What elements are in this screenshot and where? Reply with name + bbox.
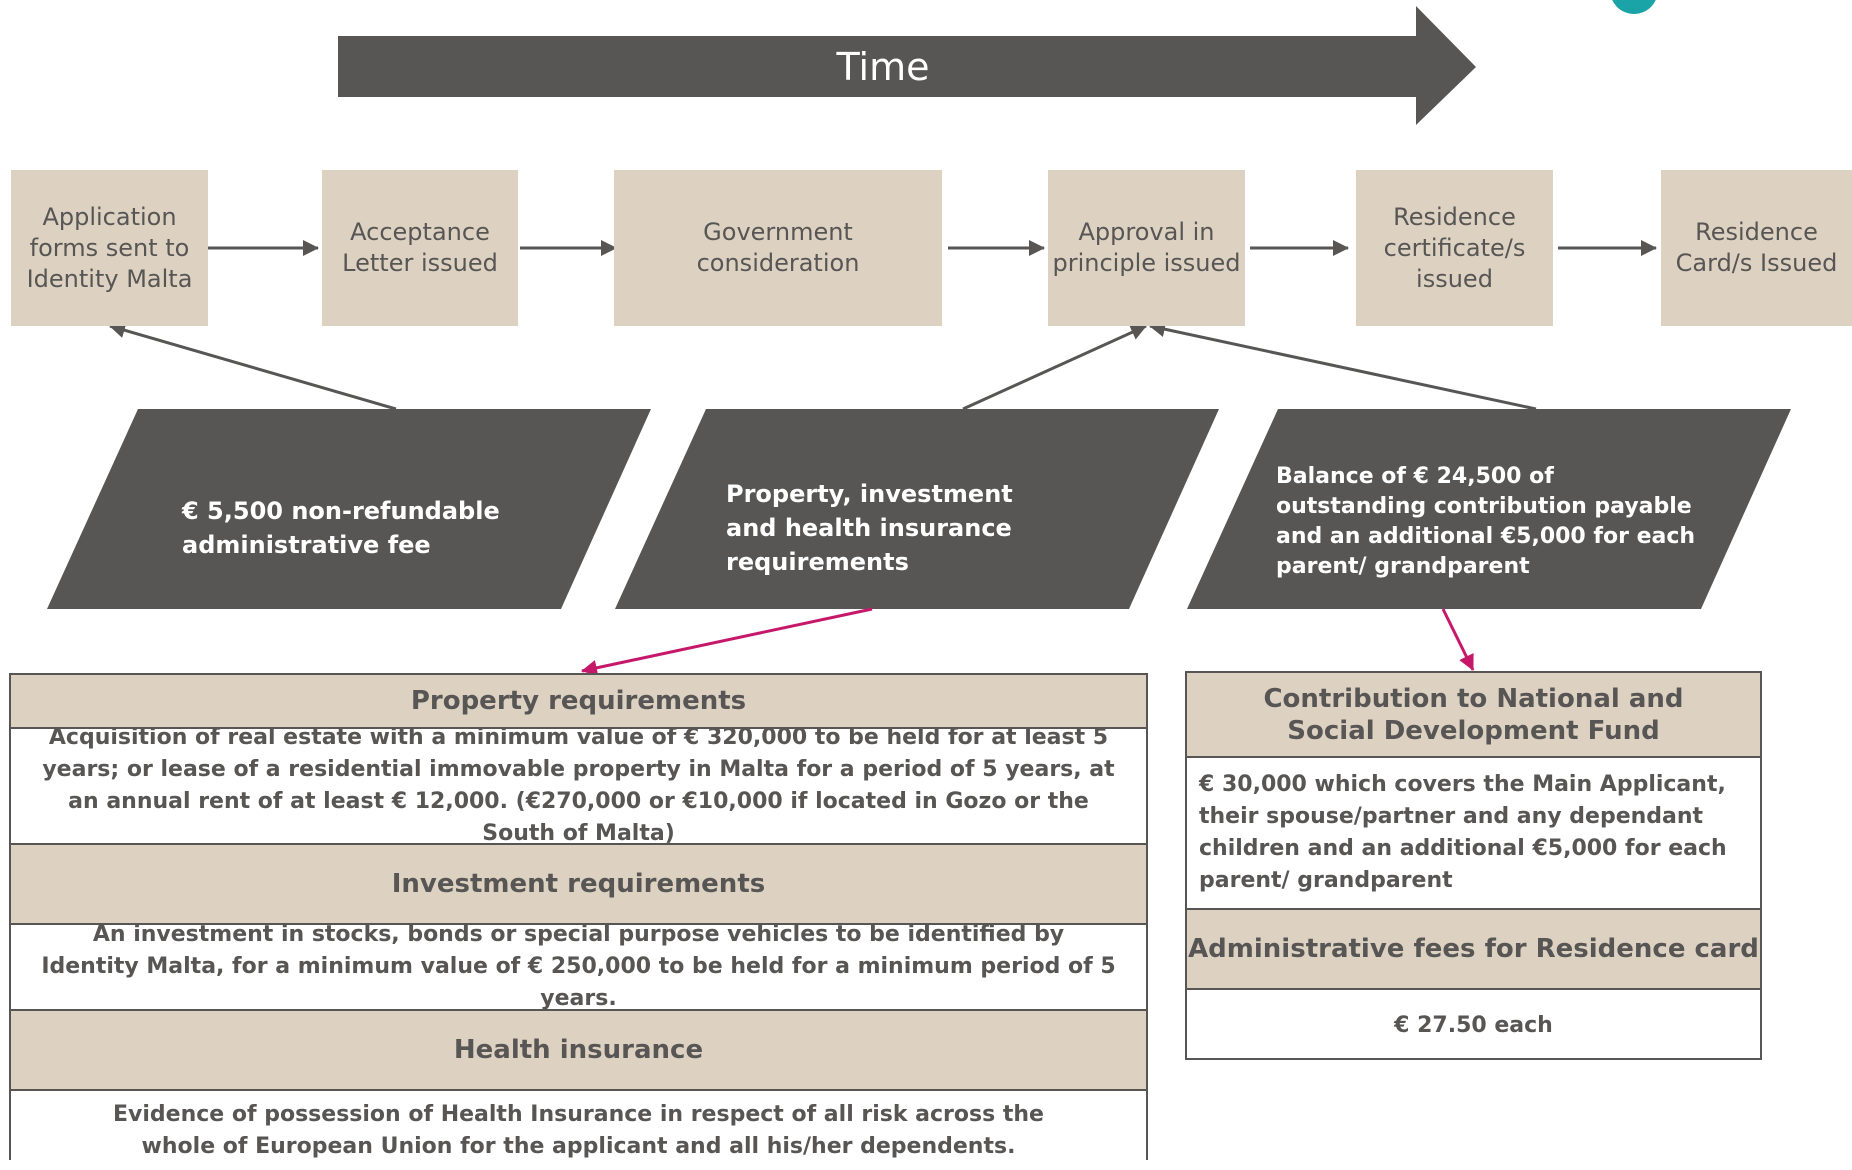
administrative-fee-text: € 5,500 non-refundable administrative fe…	[182, 497, 500, 559]
requirements-text: Property, investment and health insuranc…	[726, 480, 1013, 576]
step-approval-in-principle: Approval in principle issued	[1048, 170, 1245, 326]
investment-requirements-text: An investment in stocks, bonds or specia…	[11, 922, 1146, 1011]
step-residence-cards: Residence Card/s Issued	[1661, 170, 1852, 326]
requirements-to-table-arrow	[581, 607, 873, 676]
balance-contribution-text: Balance of € 24,500 of outstanding contr…	[1276, 464, 1696, 579]
step-acceptance-letter: Acceptance Letter issued	[322, 170, 518, 326]
contribution-table: Contribution to National and Social Deve…	[1185, 671, 1762, 1060]
requirements-to-approval-arrow	[962, 324, 1147, 411]
payment-shape-1	[47, 409, 651, 609]
balance-to-approval-arrow	[1149, 321, 1537, 411]
development-fund-text: € 30,000 which covers the Main Applicant…	[1187, 758, 1760, 910]
property-requirements-text: Acquisition of real estate with a minimu…	[11, 725, 1146, 846]
company-logo-icon	[1612, 0, 1656, 14]
time-label: Time	[836, 45, 930, 89]
step-application-forms: Application forms sent to Identity Malta	[11, 170, 208, 326]
step-residence-certificates: Residence certificate/s issued	[1356, 170, 1553, 326]
payment-shape-3	[1187, 409, 1791, 609]
development-fund-header: Contribution to National and Social Deve…	[1187, 673, 1760, 758]
fee-to-application-arrow	[109, 322, 397, 411]
health-insurance-text: Evidence of possession of Health Insuran…	[113, 1101, 1044, 1159]
step-government-consideration: Government consideration	[614, 170, 942, 326]
property-requirements-header: Property requirements	[11, 675, 1146, 729]
time-arrow	[338, 6, 1476, 125]
residence-card-fees-header: Administrative fees for Residence card	[1187, 910, 1760, 990]
requirements-table: Property requirements Acquisition of rea…	[9, 673, 1148, 1160]
investment-requirements-header: Investment requirements	[11, 845, 1146, 925]
residence-card-fees-text: € 27.50 each	[1394, 1013, 1553, 1038]
payment-shape-2	[615, 409, 1219, 609]
balance-to-fund-arrow	[1441, 608, 1475, 671]
health-insurance-header: Health insurance	[11, 1011, 1146, 1091]
